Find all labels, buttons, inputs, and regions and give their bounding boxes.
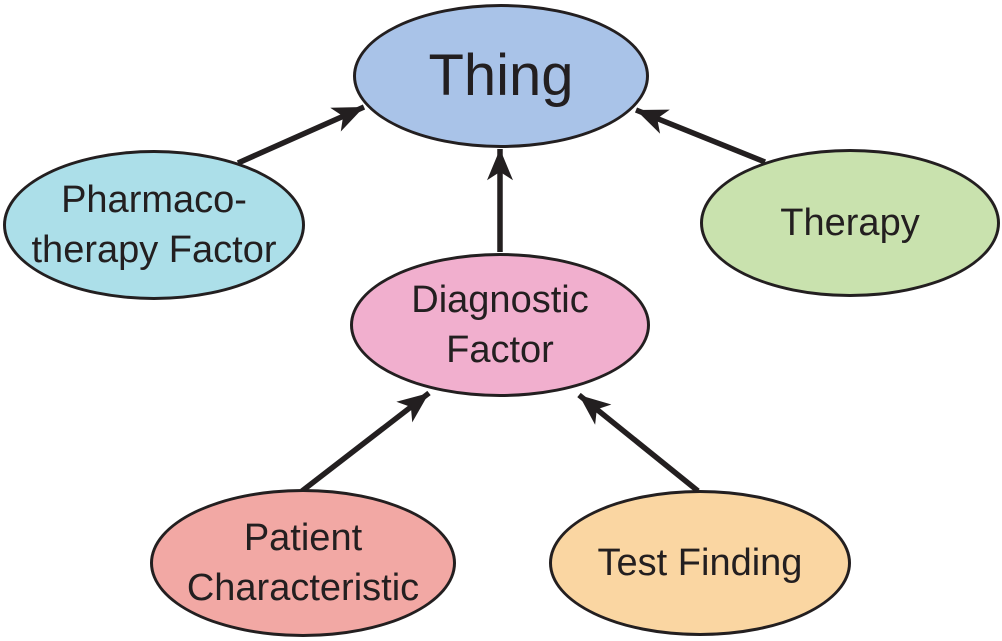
node-therapy-label: Therapy — [780, 201, 920, 244]
node-test-finding-label: Test Finding — [597, 541, 803, 584]
node-pharmacotherapy-factor-label: Pharmaco- therapy Factor — [31, 178, 277, 271]
node-thing-label: Thing — [428, 42, 574, 108]
node-patient-characteristic-label: Patient Characteristic — [186, 516, 420, 609]
node-diagnostic-factor-label: Diagnostic Factor — [411, 278, 589, 371]
edge-patient-characteristic-to-diagnostic-factor-arrow — [300, 390, 431, 494]
node-therapy: Therapy — [700, 149, 1000, 297]
node-diagnostic-factor: Diagnostic Factor — [350, 253, 650, 397]
node-thing: Thing — [353, 4, 649, 148]
node-test-finding: Test Finding — [549, 490, 851, 636]
node-patient-characteristic: Patient Characteristic — [150, 489, 456, 637]
edge-pharmacotherapy-factor-to-thing-arrow — [236, 104, 366, 166]
edge-test-finding-to-diagnostic-factor-arrow — [577, 392, 700, 494]
edge-therapy-to-thing-arrow — [634, 107, 767, 165]
node-pharmacotherapy-factor: Pharmaco- therapy Factor — [3, 150, 305, 300]
